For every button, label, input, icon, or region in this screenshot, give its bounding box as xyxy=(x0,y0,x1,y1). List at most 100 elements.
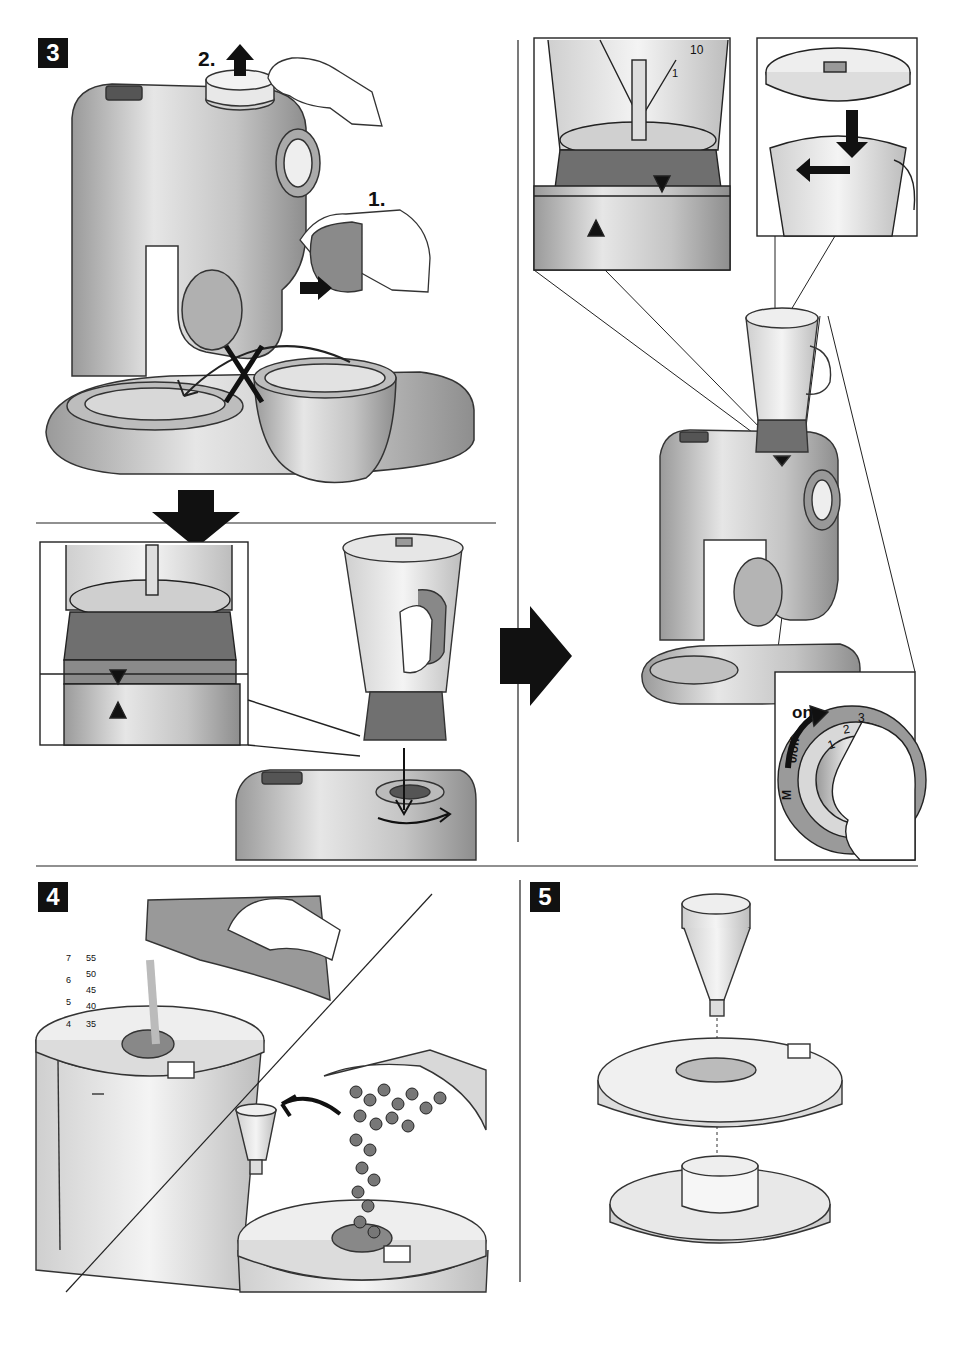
scale-mark: 1 xyxy=(672,68,678,79)
machine-top-part xyxy=(378,808,450,823)
assembled-machine-part xyxy=(812,480,832,520)
assembled-machine-part xyxy=(650,656,738,684)
machine-top-part xyxy=(236,770,476,860)
inset-alignment-part xyxy=(110,670,126,684)
assembled-machine-part xyxy=(680,432,708,442)
scale-mark: 5 xyxy=(66,998,71,1007)
inset-alignment-part xyxy=(248,700,360,736)
beans-part xyxy=(354,1216,366,1228)
inset-alignment-part xyxy=(146,545,158,595)
inset-jug-base-part xyxy=(632,60,646,140)
no-arrow xyxy=(178,346,350,402)
exploded-lid-part xyxy=(710,1000,724,1016)
arrow-up xyxy=(226,44,254,76)
leaders xyxy=(534,236,915,672)
inset-alignment-part xyxy=(40,673,248,674)
beans-part xyxy=(406,1088,418,1100)
beans-part xyxy=(350,1086,362,1098)
leaders-part xyxy=(828,316,915,672)
machine-body-part xyxy=(284,139,312,187)
lid-filling-part xyxy=(384,1246,410,1262)
machine-top-part xyxy=(396,748,412,814)
inset-jug-base-part xyxy=(534,195,730,196)
inset-lid-part xyxy=(796,158,850,182)
lid-filling-part xyxy=(236,1104,276,1116)
leaders-part xyxy=(775,236,776,320)
jug-part xyxy=(343,534,463,562)
lid-filling-part xyxy=(324,1050,486,1130)
inset-lid-part xyxy=(770,136,906,236)
scale-mark: 4 xyxy=(66,1020,71,1029)
machine-body-part xyxy=(72,84,306,376)
step-number-box: 5 xyxy=(530,882,560,912)
jug-part xyxy=(400,606,432,673)
machine-top-part xyxy=(262,772,302,784)
beans-part xyxy=(402,1120,414,1132)
step-number: 3 xyxy=(46,41,59,65)
leaders-part xyxy=(785,236,835,320)
machine-top-part xyxy=(376,780,444,804)
assembled-machine xyxy=(642,308,860,704)
leaders-part xyxy=(534,270,760,438)
inset-alignment xyxy=(40,542,360,756)
jug xyxy=(343,534,463,740)
inset-lid-part xyxy=(766,72,910,101)
jug-part xyxy=(364,692,446,740)
assembled-machine-part xyxy=(774,456,790,466)
inset-alignment-part xyxy=(64,612,236,660)
bowl xyxy=(254,358,396,483)
jug-pouring-part xyxy=(150,960,156,1044)
assembled-machine-part xyxy=(806,346,831,394)
dial-label: 0/off xyxy=(786,737,801,764)
step-arrows-part xyxy=(152,490,240,548)
lid-filling-part xyxy=(332,1224,392,1252)
scale-mark: 6 xyxy=(66,976,71,985)
drive-cap xyxy=(300,222,362,300)
panel-dividers-part xyxy=(519,880,520,1282)
beans-part xyxy=(420,1102,432,1114)
beans-part xyxy=(362,1200,374,1212)
jug-pouring-part xyxy=(168,1062,194,1078)
machine-body-part xyxy=(182,270,242,350)
bowl-part xyxy=(254,358,396,398)
jug-part xyxy=(396,538,412,546)
lid-filling xyxy=(236,1050,488,1292)
inset-lid-part xyxy=(836,110,868,158)
arrow-up-part xyxy=(226,44,254,76)
inset-lid-part xyxy=(894,160,915,210)
scale-mark: 50 xyxy=(86,970,96,979)
exploded-lid-part xyxy=(682,894,750,914)
machine-body-part xyxy=(276,129,320,197)
no-arrow-part xyxy=(184,346,350,396)
step-label: 2. xyxy=(198,48,216,69)
assembled-machine-part xyxy=(804,470,840,530)
beans-part xyxy=(392,1098,404,1110)
machine-base-part xyxy=(85,388,225,420)
scale-mark: 7 xyxy=(66,954,71,963)
exploded-lid-part xyxy=(598,1038,842,1122)
step-label: 1. xyxy=(368,188,386,209)
beans-part xyxy=(386,1112,398,1124)
beans-part xyxy=(368,1226,380,1238)
lid-filling-part xyxy=(282,1096,340,1116)
scale-mark: 10 xyxy=(690,44,703,56)
leaders-part xyxy=(605,270,770,438)
machine-body xyxy=(72,70,320,376)
step-number-box: 4 xyxy=(38,882,68,912)
scale-mark: 45 xyxy=(86,986,96,995)
inset-jug-base-part xyxy=(588,220,604,236)
no-arrow-part xyxy=(226,346,262,402)
assembled-machine-part xyxy=(734,558,782,626)
scale-mark: 55 xyxy=(86,954,96,963)
dial-label: 3 xyxy=(858,712,865,724)
inset-jug-base-part xyxy=(534,38,730,270)
assembled-machine-part xyxy=(746,308,818,328)
no-arrow-part xyxy=(178,380,198,396)
exploded-lid-part xyxy=(788,1044,810,1058)
inset-lid-part xyxy=(757,38,917,236)
inset-jug-base-part xyxy=(534,186,730,270)
exploded-lid-part xyxy=(684,928,750,1000)
bowl-part xyxy=(265,364,385,392)
lid-filling-part xyxy=(238,1200,486,1280)
